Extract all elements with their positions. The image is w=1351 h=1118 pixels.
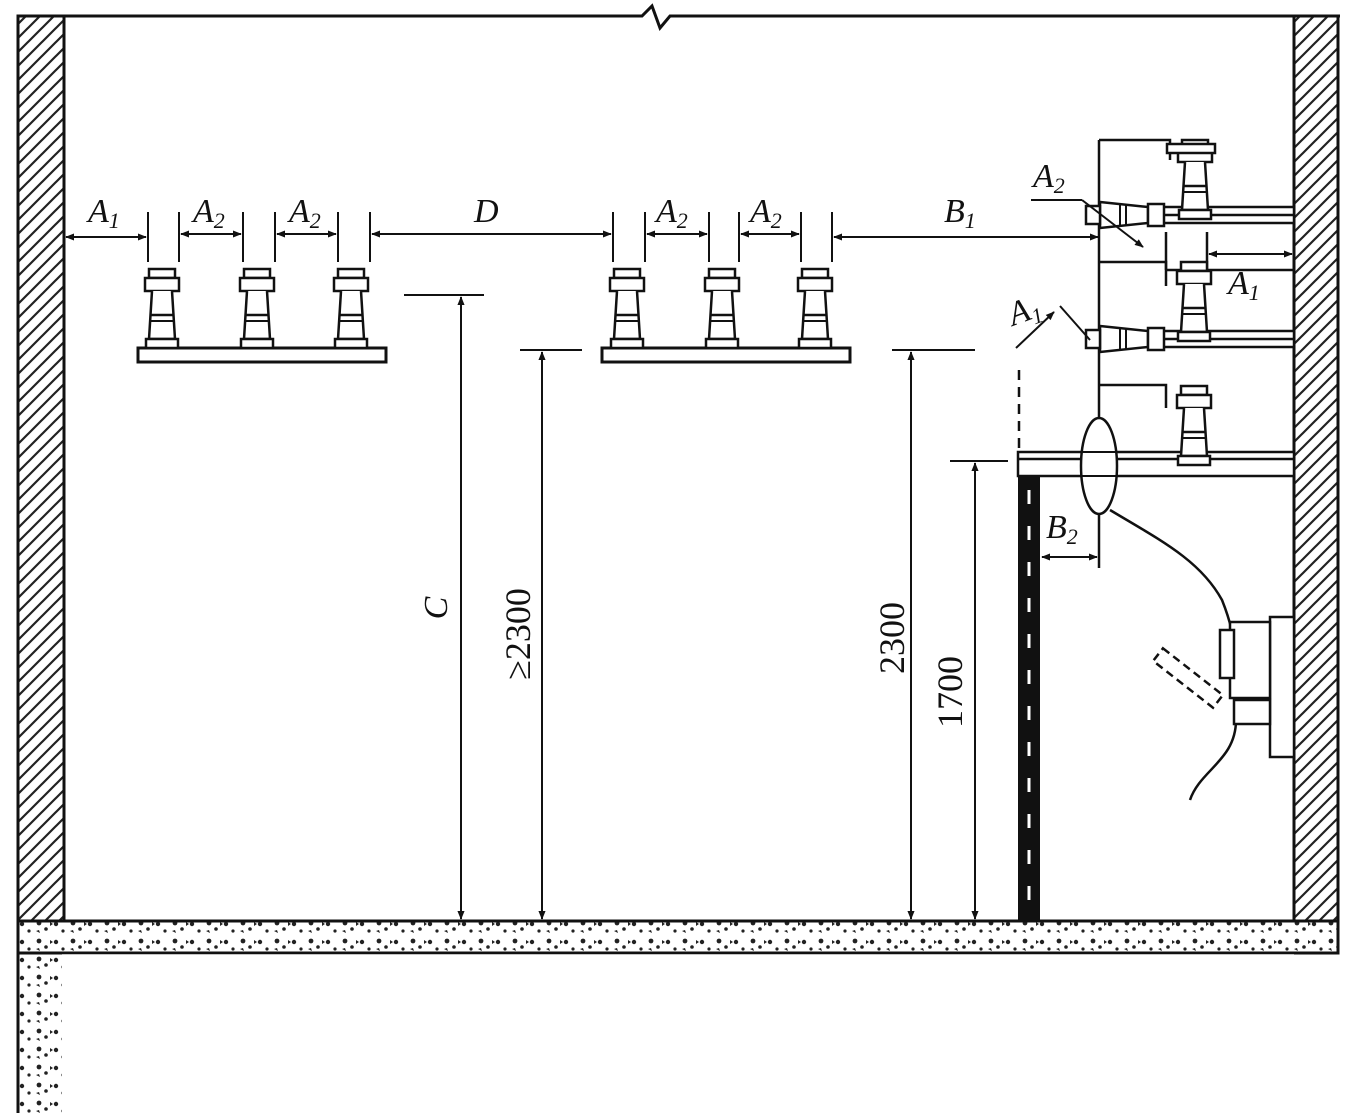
insulator-icon: [332, 267, 370, 350]
svg-text:A2: A2: [748, 193, 782, 233]
bushing-icon: [1079, 416, 1119, 516]
insulator-icon: [143, 267, 181, 350]
svg-text:A2: A2: [287, 193, 321, 233]
operating-mechanism-icon: [1151, 615, 1296, 759]
svg-text:B1: B1: [944, 193, 976, 233]
insulator-icon: [608, 267, 646, 350]
insulator-icon: [1175, 260, 1213, 343]
label-a1-cabinet: A: [1226, 265, 1249, 302]
label-min-2300: ≥2300: [498, 588, 538, 680]
label-a1-cabinet-sub: 1: [1249, 280, 1260, 305]
insulator-icon: [796, 267, 834, 350]
insulator-group-1: [136, 267, 388, 364]
ceiling-line: [18, 3, 1340, 31]
label-b1-sub: 1: [965, 208, 976, 233]
vertical-dimension-arrows: [457, 296, 979, 920]
horizontal-insulator-icon: [1084, 324, 1166, 354]
label-a2-cabinet-sub: 2: [1054, 173, 1065, 198]
label-a2: A: [287, 193, 310, 230]
floor-slab: [16, 919, 1340, 1113]
cabinet-insulators: [1084, 138, 1217, 467]
svg-text:A2: A2: [1031, 158, 1065, 198]
insulator-icon: [703, 267, 741, 350]
label-b2: B: [1046, 509, 1067, 546]
height-reference-lines: [404, 294, 1008, 462]
cabinet-dimension-arrows: [1015, 199, 1293, 561]
label-a2-sub: 2: [771, 208, 782, 233]
svg-text:A1: A1: [1001, 288, 1046, 337]
cabinet-labels: A2 A1 A1 B2: [1001, 158, 1260, 549]
left-wall: [16, 14, 66, 923]
label-a2-cabinet: A: [1031, 158, 1054, 195]
label-a1-left-sub: 1: [109, 208, 120, 233]
label-a1-left: A: [86, 193, 109, 230]
label-1700: 1700: [930, 656, 970, 728]
label-c: C: [418, 596, 455, 619]
label-b2-sub: 2: [1067, 524, 1078, 549]
label-2300: 2300: [872, 602, 912, 674]
insulator-icon: [1175, 384, 1213, 467]
svg-text:A2: A2: [191, 193, 225, 233]
svg-text:B2: B2: [1046, 509, 1078, 549]
top-labels: A1 A2 A2 D A2 A2 B1: [86, 193, 976, 233]
horizontal-insulator-icon: [1084, 200, 1166, 230]
label-a2: A: [654, 193, 677, 230]
svg-text:A1: A1: [86, 193, 120, 233]
insulator-group-2: [600, 267, 852, 364]
extension-lines: [147, 212, 833, 262]
right-wall: [1292, 14, 1340, 923]
label-a2-sub: 2: [677, 208, 688, 233]
svg-text:A1: A1: [1226, 265, 1260, 305]
label-b1: B: [944, 193, 965, 230]
label-a2-sub: 2: [310, 208, 321, 233]
top-dimension-arrows: [65, 230, 1099, 241]
label-a2: A: [191, 193, 214, 230]
cabinet-front-panel: [1018, 476, 1040, 921]
insulator-icon: [238, 267, 276, 350]
svg-text:A2: A2: [654, 193, 688, 233]
label-a2-sub: 2: [214, 208, 225, 233]
label-d: D: [473, 193, 499, 230]
label-a2: A: [748, 193, 771, 230]
